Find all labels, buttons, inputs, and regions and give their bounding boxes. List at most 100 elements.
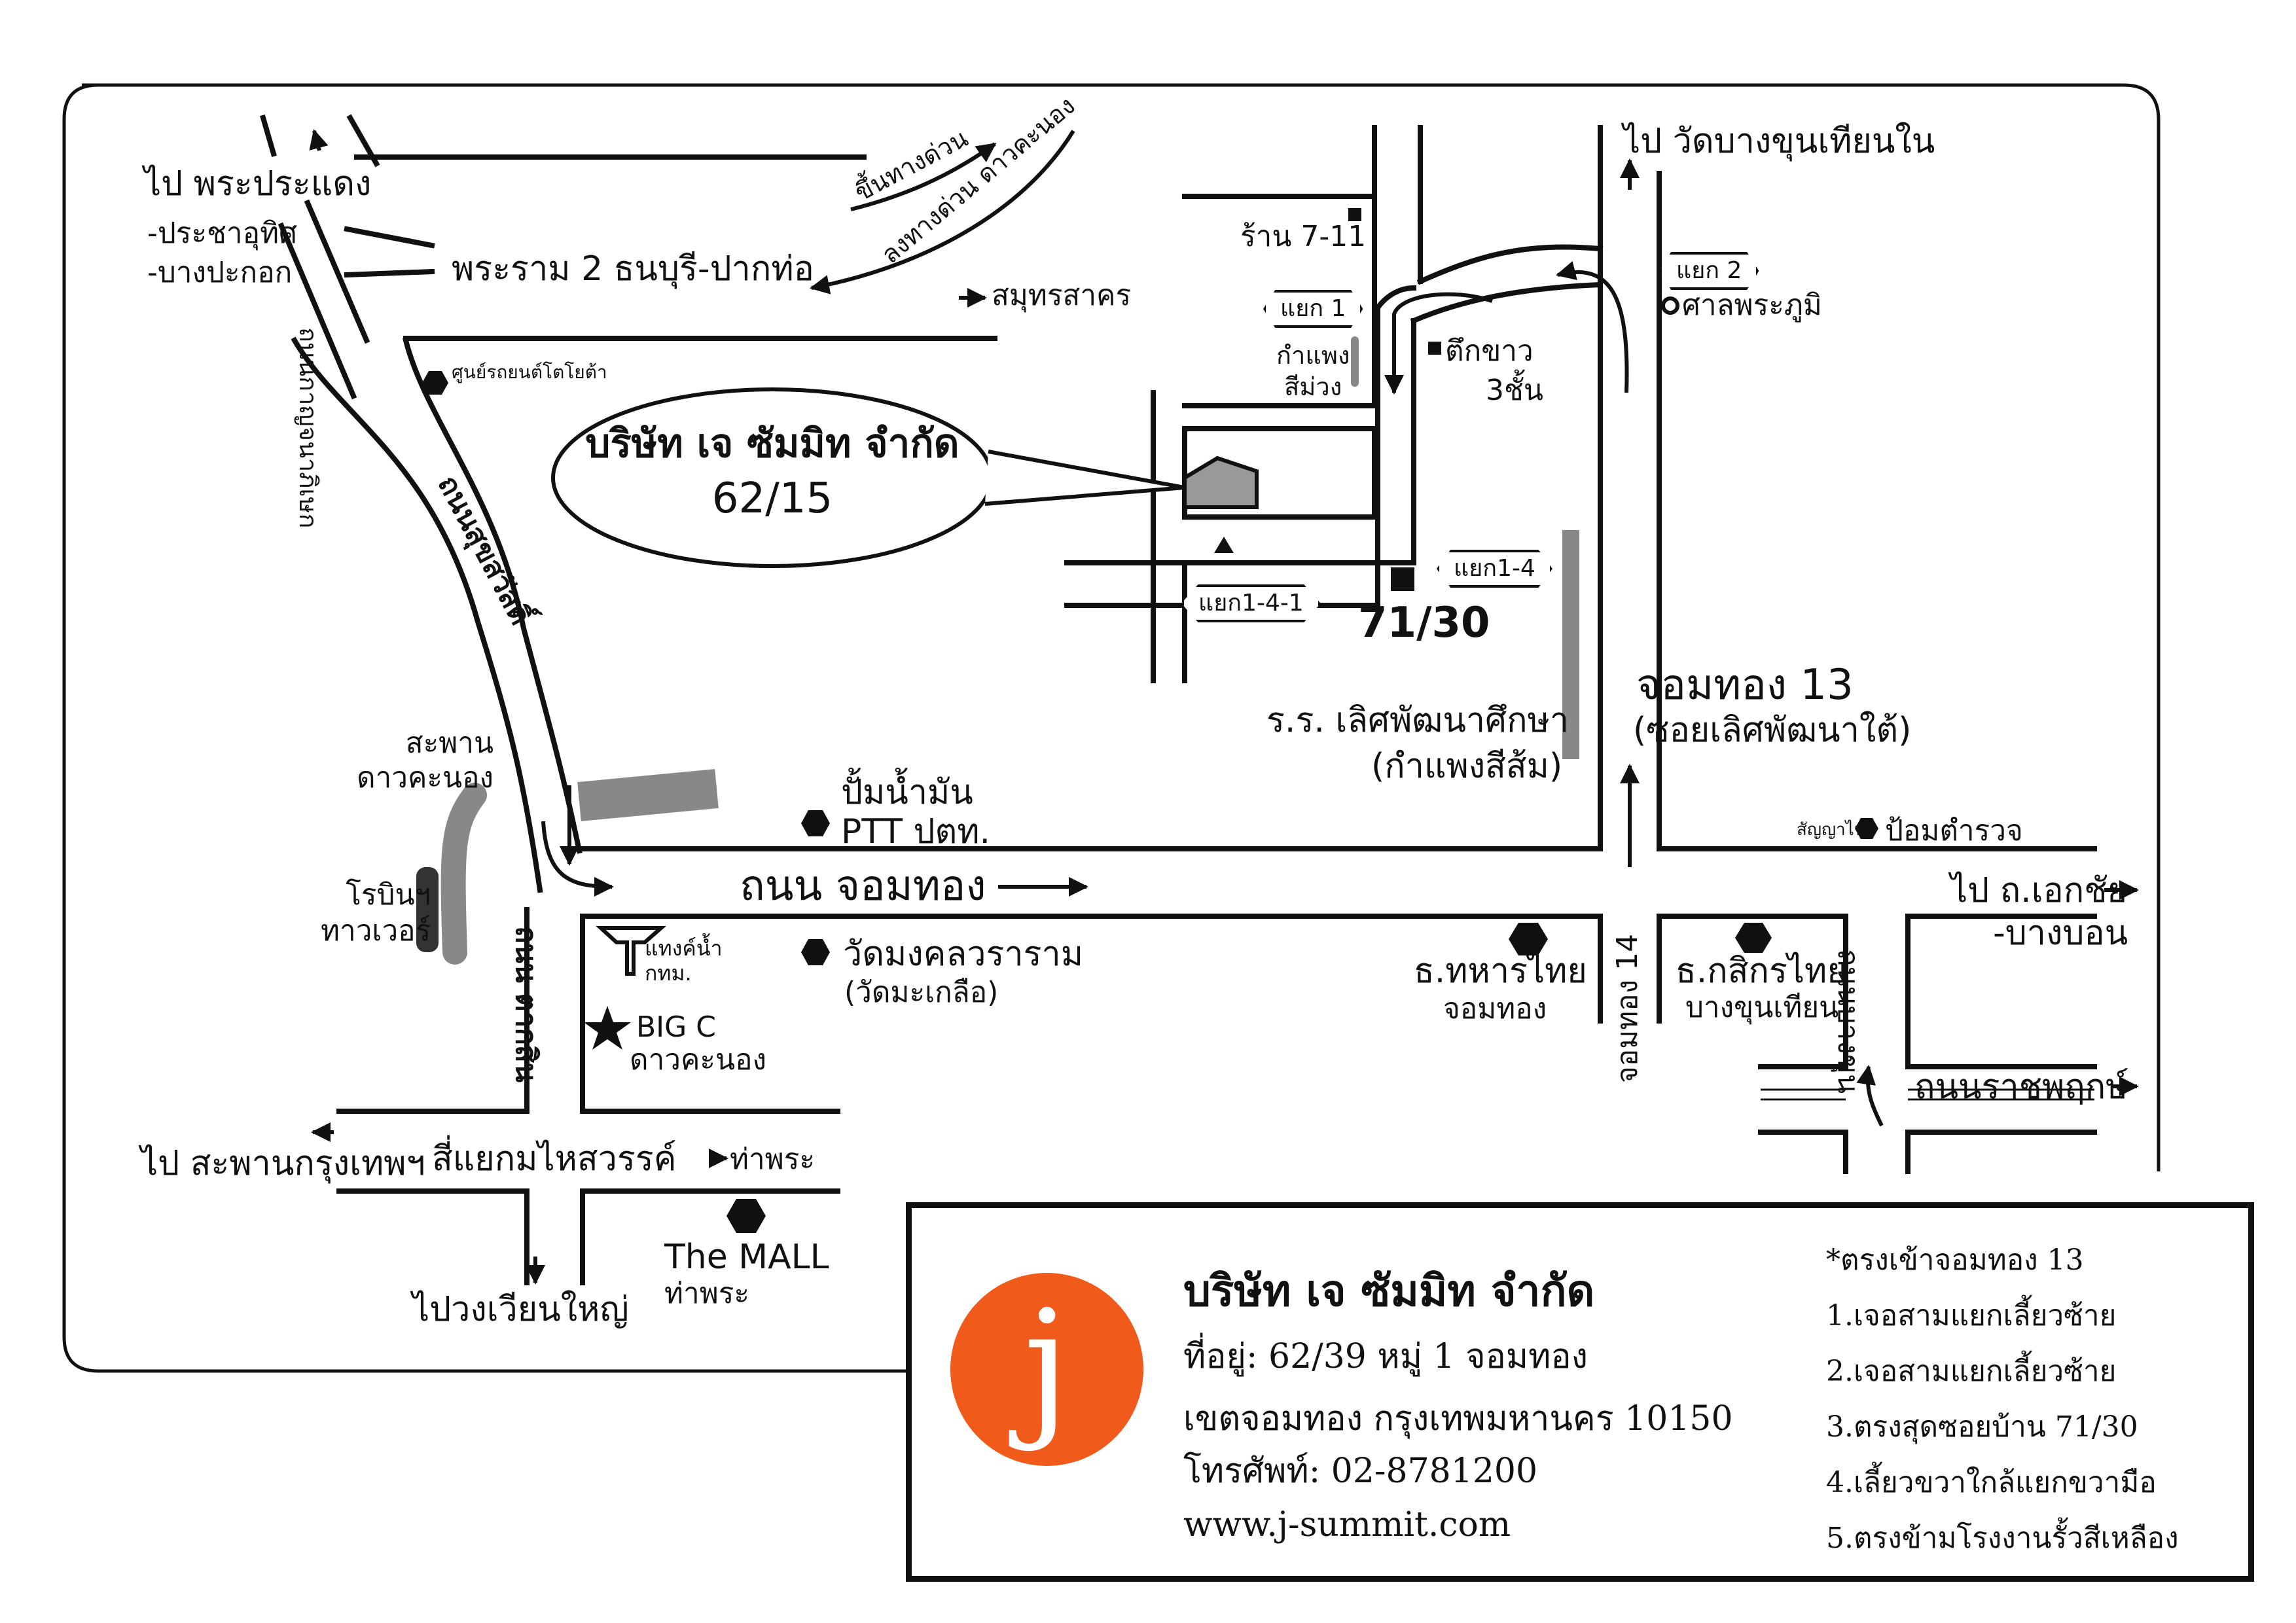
- direction-step: 4.เลี้ยวขวาใกล้แยกขวามือ: [1826, 1466, 2157, 1499]
- label-jomthong-road: ถนน จอมทอง: [740, 862, 986, 910]
- robinson-tower: [416, 867, 439, 952]
- bridge-dao-khanong: [440, 783, 487, 965]
- arrow-ratchaphruek-turn: [1856, 1065, 1884, 1127]
- house-7130-marker: [1391, 567, 1414, 591]
- bubble-company-number: 62/15: [711, 474, 833, 523]
- bubble-company-name: บริษัท เจ ซัมมิท จำกัด: [585, 421, 960, 467]
- label-robinson: โรบินฯ ทาวเวอร์: [321, 878, 431, 948]
- themall-hexagon-icon: [726, 1199, 766, 1233]
- toyota-hexagon-icon: [422, 371, 448, 395]
- label-to-wat: ไป วัดบางขุนเทียนใน: [1623, 122, 1935, 161]
- label-bkt-road: ถนนบางขุน: [1831, 949, 1865, 1094]
- label-police-box: ป้อมตำรวจ: [1885, 814, 2023, 847]
- label-jomthong14: จอมทอง 14: [1611, 933, 1644, 1083]
- label-to-wongwian: ไปวงเวียนใหญ่: [412, 1290, 629, 1329]
- logo-letter: j: [1023, 1278, 1071, 1454]
- label-gas-station: ปั้มน้ำมัน: [841, 773, 973, 812]
- label-bigc-branch: ดาวคะนอง: [630, 1043, 767, 1077]
- label-to-krungthep-bridge: ไป สะพานกรุงเทพฯ: [141, 1144, 425, 1183]
- label-kanchanaphisek: ถนนกาญจนาภิเษก: [294, 327, 323, 529]
- arrow-soi-left: [1384, 292, 1493, 395]
- label-the-mall-branch: ท่าพระ: [664, 1277, 749, 1310]
- info-company-name: บริษัท เจ ซัมมิท จำกัด: [1183, 1265, 1595, 1316]
- road-topleft-1: [260, 115, 277, 157]
- label-tmb-branch: จอมทอง: [1443, 992, 1547, 1026]
- police-hexagon-icon: [1855, 818, 1878, 839]
- soi-curve-upper: [1416, 244, 1604, 285]
- soi-curve-lower: [1410, 281, 1604, 325]
- label-signal: สัญญาไฟ: [1797, 820, 1867, 840]
- label-wat-makluea: (วัดมะเกลือ): [844, 976, 999, 1009]
- sign-yaek1-4-1: แยก1-4-1: [1181, 584, 1321, 622]
- label-ratchaphruek: ถนนราชพฤกษ์: [1914, 1067, 2128, 1107]
- label-to-phrapradaeng: ไป พระประแดง: [144, 164, 372, 204]
- label-school: ร.ร. เลิศพัฒนาศึกษา: [1266, 701, 1570, 740]
- label-kbank: ธ.กสิกรไทย: [1676, 952, 1847, 991]
- arrow-soi-turn: [1556, 260, 1629, 393]
- label-soi-lert: (ซอยเลิศพัฒนาใต้): [1633, 711, 1912, 750]
- label-to-ekachai: ไป ถ.เอกชัย: [1950, 871, 2127, 910]
- map-frame: [62, 83, 2161, 1373]
- label-prachauthit: -ประชาอุทิศ: [147, 217, 298, 250]
- info-phone: โทรศัพท์: 02-8781200: [1183, 1452, 1538, 1491]
- white-building-marker: [1428, 342, 1441, 355]
- direction-step: 3.ตรงสุดซอยบ้าน 71/30: [1826, 1410, 2138, 1444]
- direction-step: 5.ตรงข้ามโรงงานรั้วสีเหลือง: [1826, 1522, 2179, 1555]
- direction-step: 1.เจอสามแยกเลี้ยวซ้าย: [1826, 1299, 2117, 1332]
- label-seven-eleven: ร้าน 7-11: [1240, 220, 1367, 253]
- water-tank-icon: [596, 926, 666, 976]
- company-logo: j: [950, 1273, 1143, 1466]
- label-white-building: ตึกขาว: [1445, 334, 1534, 368]
- info-website[interactable]: www.j-summit.com: [1183, 1505, 1511, 1544]
- label-toyota-center: ศูนย์รถยนต์โตโยต้า: [452, 361, 607, 383]
- info-address-line2: เขตจอมทอง กรุงเทพมหานคร 10150: [1183, 1399, 1733, 1438]
- info-address-line1: ที่อยู่: 62/39 หมู่ 1 จอมทอง: [1183, 1337, 1588, 1376]
- bigc-star-icon: [584, 1006, 631, 1050]
- sign-yaek1: แยก 1: [1263, 290, 1363, 328]
- ptt-hexagon-icon: [801, 810, 830, 836]
- label-bangbon: -บางบอน: [1993, 914, 2128, 953]
- seven-eleven-marker: [1348, 208, 1361, 221]
- label-shrine: ศาลพระภูมิ: [1682, 289, 1822, 322]
- sign-yaek2: แยก 2: [1659, 252, 1759, 290]
- direction-step: 2.เจอสามแยกเลี้ยวซ้าย: [1826, 1355, 2117, 1388]
- label-tmb: ธ.ทหารไทย: [1414, 952, 1587, 991]
- direction-step: *ตรงเข้าจอมทอง 13: [1826, 1243, 2084, 1277]
- kbank-hexagon-icon: [1735, 923, 1772, 953]
- label-bangpakok: -บางปะกอก: [147, 256, 293, 289]
- company-building-icon: [1183, 455, 1259, 509]
- label-thaphra: ท่าพระ: [730, 1143, 815, 1176]
- label-the-mall: The MALL: [664, 1238, 829, 1277]
- label-water-tank: แทงค์น้ำ กทม.: [645, 936, 723, 986]
- label-bridge: สะพาน ดาวคะนอง: [357, 726, 494, 794]
- label-purple-wall: กำแพง สีม่วง: [1276, 341, 1350, 401]
- arrow-to-phrapradaeng: [309, 129, 329, 151]
- label-taksin-road: ถนน ตากสิน: [509, 926, 543, 1082]
- label-jomthong13: จอมทอง 13: [1636, 661, 1854, 709]
- road-topleft-4: [278, 222, 357, 400]
- arrow-start-marker: [1214, 537, 1234, 553]
- label-samutsakhon: สมุทรสาคร: [992, 279, 1132, 312]
- arrow-expressway-down: [810, 130, 1075, 294]
- road-suksawat-west: [291, 336, 543, 893]
- road-suksawat-east: [403, 337, 583, 854]
- label-7130: 71/30: [1358, 599, 1490, 647]
- sign-yaek1-4: แยก1-4: [1437, 550, 1552, 588]
- label-orange-wall: (กำแพงสีส้ม): [1371, 747, 1563, 786]
- label-rama2: พระราม 2 ธนบุรี-ปากท่อ: [452, 249, 814, 289]
- road-rama2-upper: [344, 226, 435, 249]
- label-mahaisawan: สี่แยกมไหสวรรค์: [432, 1139, 677, 1179]
- label-kbank-branch: บางขุนเทียน: [1685, 991, 1839, 1024]
- road-topleft-2: [304, 199, 370, 344]
- soi-curve-down: [1374, 285, 1417, 312]
- arrow-suksawat-to-jomthong: [541, 821, 614, 897]
- label-ptt: PTT ปตท.: [841, 812, 991, 851]
- arrow-expressway-up: [850, 142, 997, 211]
- tmb-hexagon-icon: [1509, 923, 1548, 955]
- wat-hexagon-icon: [801, 939, 830, 965]
- bridge-dao-khanong-e: [577, 769, 719, 821]
- label-wat-mongkol: วัดมงคลวราราม: [843, 935, 1084, 974]
- shrine-marker: [1661, 296, 1679, 315]
- road-rama2-lower: [344, 268, 435, 278]
